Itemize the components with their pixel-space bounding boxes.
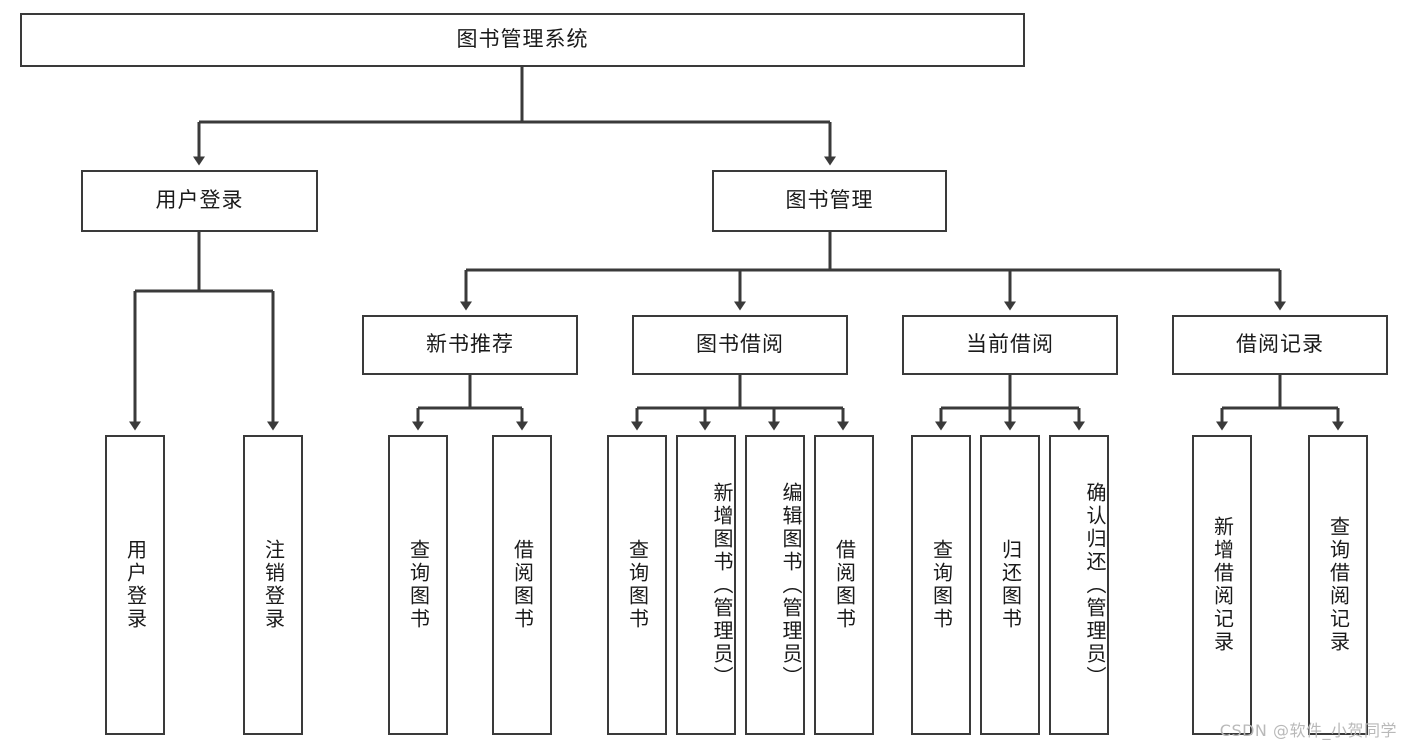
node-label: 新增图书（管理员） — [710, 481, 734, 689]
node-label: 注销登录 — [261, 539, 286, 631]
node-label: 查询图书 — [406, 539, 431, 631]
node-leaf-add-borrow-record[interactable]: 新增借阅记录 — [1192, 435, 1252, 735]
node-label: 查询借阅记录 — [1326, 516, 1351, 654]
node-leaf-query-book-borrow[interactable]: 查询图书 — [607, 435, 667, 735]
node-user-login[interactable]: 用户登录 — [81, 170, 318, 232]
node-current-borrow[interactable]: 当前借阅 — [902, 315, 1118, 375]
node-label: 借阅图书 — [832, 539, 857, 631]
node-leaf-borrow-book-borrow[interactable]: 借阅图书 — [814, 435, 874, 735]
node-label: 查询图书 — [625, 539, 650, 631]
node-root-book-management-system[interactable]: 图书管理系统 — [20, 13, 1025, 67]
node-label: 查询图书 — [929, 539, 954, 631]
node-leaf-confirm-return-admin[interactable]: 确认归还（管理员） — [1049, 435, 1109, 735]
node-label: 用户登录 — [155, 188, 244, 213]
node-book-borrow[interactable]: 图书借阅 — [632, 315, 848, 375]
node-new-book-recommend[interactable]: 新书推荐 — [362, 315, 578, 375]
node-label: 图书借阅 — [696, 332, 784, 357]
node-leaf-edit-book-admin[interactable]: 编辑图书（管理员） — [745, 435, 805, 735]
edge-currentborrow-to-leaves — [935, 375, 1085, 431]
node-label: 借阅图书 — [510, 539, 535, 631]
node-label: 确认归还（管理员） — [1083, 481, 1107, 689]
node-leaf-query-book-current[interactable]: 查询图书 — [911, 435, 971, 735]
node-leaf-add-book-admin[interactable]: 新增图书（管理员） — [676, 435, 736, 735]
edge-userlogin-to-leaves — [129, 232, 279, 431]
edge-bookmanage-to-level3 — [460, 232, 1286, 311]
node-label: 用户登录 — [123, 539, 148, 631]
node-label: 归还图书 — [998, 539, 1023, 631]
node-leaf-logout-login[interactable]: 注销登录 — [243, 435, 303, 735]
node-leaf-return-book[interactable]: 归还图书 — [980, 435, 1040, 735]
node-label: 当前借阅 — [966, 332, 1054, 357]
node-label: 借阅记录 — [1236, 332, 1324, 357]
csdn-watermark: CSDN @软件_小贺同学 — [1219, 721, 1397, 740]
edge-root-to-level2 — [193, 67, 836, 166]
edge-borrowrecord-to-leaves — [1216, 375, 1344, 431]
node-leaf-query-book-recommend[interactable]: 查询图书 — [388, 435, 448, 735]
node-label: 图书管理系统 — [456, 27, 589, 52]
node-book-management[interactable]: 图书管理 — [712, 170, 947, 232]
node-label: 新书推荐 — [426, 332, 514, 357]
edge-newbook-to-leaves — [412, 375, 528, 431]
node-leaf-query-borrow-record[interactable]: 查询借阅记录 — [1308, 435, 1368, 735]
node-label: 图书管理 — [785, 188, 874, 213]
node-leaf-user-login[interactable]: 用户登录 — [105, 435, 165, 735]
node-leaf-borrow-book-recommend[interactable]: 借阅图书 — [492, 435, 552, 735]
node-label: 编辑图书（管理员） — [779, 481, 803, 689]
node-label: 新增借阅记录 — [1210, 516, 1235, 654]
node-borrow-record[interactable]: 借阅记录 — [1172, 315, 1388, 375]
edge-bookborrow-to-leaves — [631, 375, 849, 431]
